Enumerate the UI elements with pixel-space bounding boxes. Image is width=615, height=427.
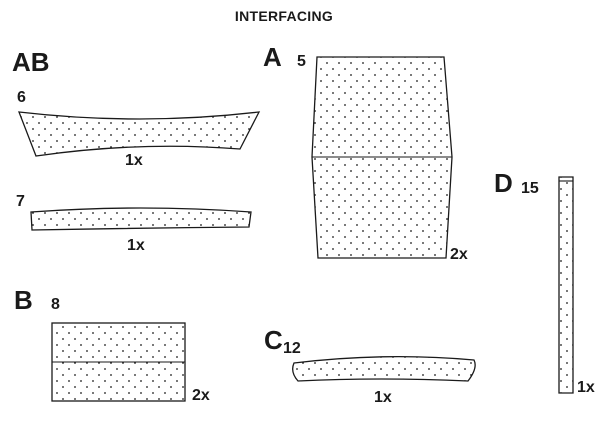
diagram-title: INTERFACING bbox=[235, 8, 333, 24]
pattern-piece-12 bbox=[292, 355, 476, 382]
pattern-piece-6 bbox=[18, 111, 261, 157]
piece-quantity-12: 1x bbox=[374, 389, 392, 406]
group-label-a: A bbox=[263, 42, 282, 72]
piece-number-12: 12 bbox=[283, 340, 301, 357]
group-label-ab: AB bbox=[12, 47, 50, 77]
piece-number-15: 15 bbox=[521, 180, 539, 197]
group-label-d: D bbox=[494, 168, 513, 198]
piece-number-8: 8 bbox=[51, 296, 60, 313]
piece-number-7: 7 bbox=[16, 193, 25, 210]
group-label-b: B bbox=[14, 285, 33, 315]
piece-quantity-6: 1x bbox=[125, 152, 143, 169]
piece-quantity-7: 1x bbox=[127, 237, 145, 254]
piece-number-5: 5 bbox=[297, 53, 306, 70]
pattern-piece-15 bbox=[558, 176, 574, 394]
piece-quantity-8: 2x bbox=[192, 387, 210, 404]
group-label-c: C bbox=[264, 325, 283, 355]
piece-number-6: 6 bbox=[17, 89, 26, 106]
pattern-piece-7 bbox=[30, 207, 252, 231]
piece-quantity-15: 1x bbox=[577, 379, 595, 396]
piece-quantity-5: 2x bbox=[450, 246, 468, 263]
